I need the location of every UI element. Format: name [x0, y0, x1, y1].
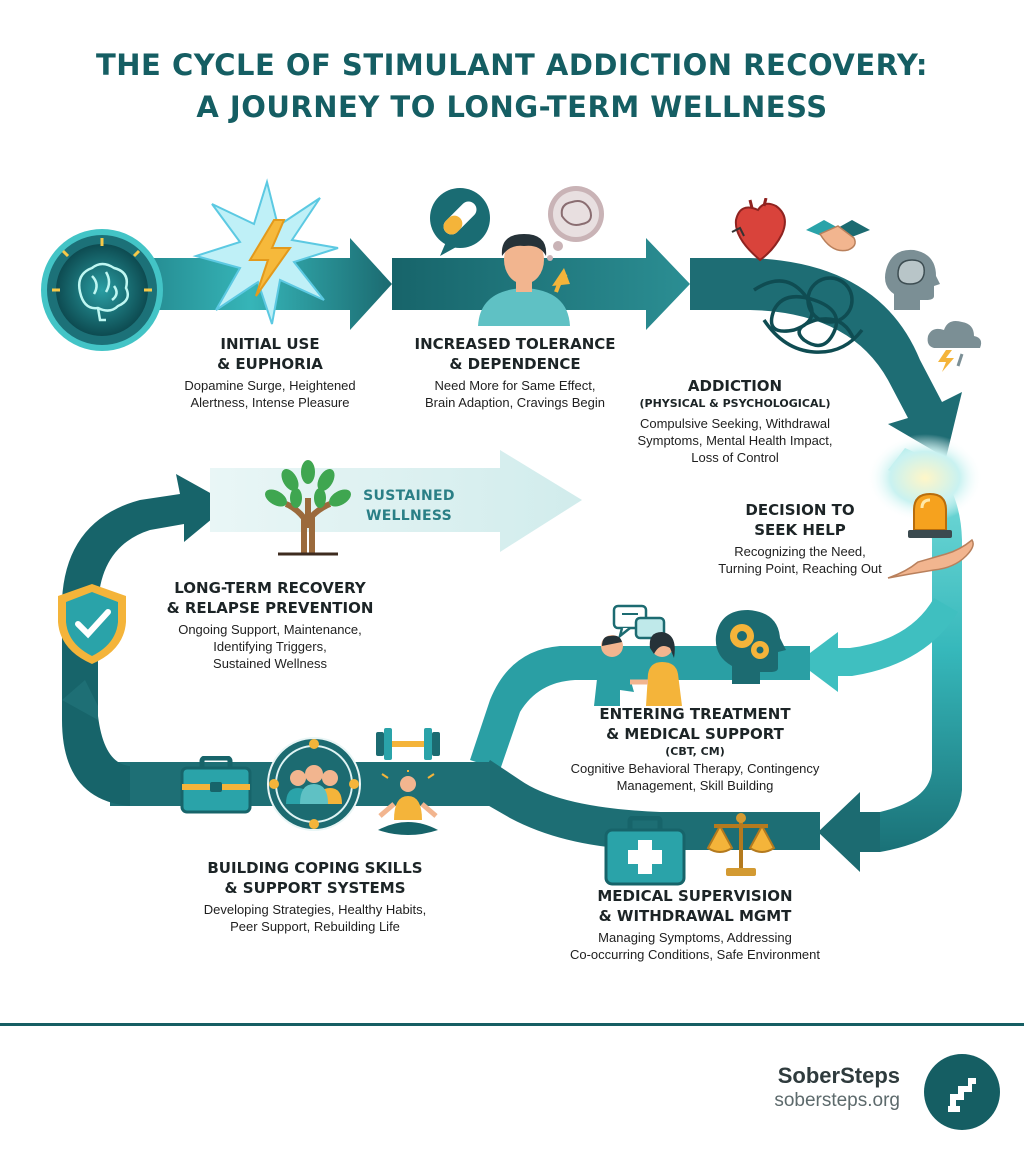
- step-description: Compulsive Seeking, Withdrawal: [639, 416, 831, 431]
- head-gears-icon: [715, 610, 786, 684]
- step-description: Managing Symptoms, Addressing: [598, 930, 792, 945]
- tree-icon: [265, 460, 351, 556]
- step-heading: & MEDICAL SUPPORT: [606, 725, 784, 743]
- open-hand-icon: [887, 538, 974, 579]
- flow-arrow-long-term: [62, 474, 230, 806]
- handshake-icon: [806, 220, 870, 252]
- person-icon: [478, 234, 570, 326]
- sobersteps-logo-icon: [924, 1054, 1000, 1130]
- step-subheading: (CBT, CM): [665, 745, 725, 758]
- counseling-people-icon: [594, 632, 682, 706]
- flow-arrow-addiction: [690, 258, 962, 458]
- lightning-burst-icon: [192, 178, 339, 325]
- step-long-term: LONG-TERM RECOVERY & RELAPSE PREVENTION …: [160, 578, 380, 672]
- step-heading: BUILDING COPING SKILLS: [207, 859, 423, 877]
- step-description: Dopamine Surge, Heightened: [184, 378, 356, 393]
- storm-cloud-icon: [927, 321, 982, 372]
- shield-check-icon: [58, 584, 126, 664]
- step-initial-use: INITIAL USE & EUPHORIA Dopamine Surge, H…: [170, 334, 370, 411]
- brand-name: SoberSteps: [777, 1063, 900, 1088]
- step-description: Alertness, Intense Pleasure: [190, 395, 350, 410]
- step-description: Identifying Triggers,: [213, 639, 327, 654]
- step-description: Loss of Control: [691, 450, 779, 465]
- alarm-light-icon: [908, 492, 952, 538]
- step-description: Peer Support, Rebuilding Life: [230, 919, 400, 934]
- step-heading: INCREASED TOLERANCE: [414, 335, 616, 353]
- dumbbell-icon: [376, 728, 440, 760]
- brain-bubble-icon: [547, 186, 604, 261]
- title-line-1: THE CYCLE OF STIMULANT ADDICTION RECOVER…: [96, 48, 928, 82]
- flow-arrow-into-treatment: [798, 598, 958, 692]
- wellness-line-2: WELLNESS: [365, 508, 453, 524]
- page-title: THE CYCLE OF STIMULANT ADDICTION RECOVER…: [0, 44, 1024, 128]
- footer-divider: [0, 1023, 1024, 1026]
- title-line-2: A JOURNEY TO LONG-TERM WELLNESS: [196, 90, 828, 124]
- step-heading: ADDICTION: [687, 377, 783, 395]
- step-medical: MEDICAL SUPERVISION & WITHDRAWAL MGMT Ma…: [560, 886, 830, 963]
- step-description: Need More for Same Effect,: [434, 378, 596, 393]
- wellness-line-1: SUSTAINED: [363, 488, 455, 504]
- support-group-icon: [267, 737, 361, 831]
- step-description: Management, Skill Building: [616, 778, 774, 793]
- brand-site: sobersteps.org: [774, 1090, 900, 1111]
- step-subheading: (PHYSICAL & PSYCHOLOGICAL): [639, 397, 831, 410]
- step-heading: ENTERING TREATMENT: [599, 705, 791, 723]
- head-brain-icon: [885, 249, 940, 310]
- step-heading: & DEPENDENCE: [449, 355, 581, 373]
- flow-arrow-into-medical: [818, 792, 880, 872]
- step-description: Ongoing Support, Maintenance,: [178, 622, 362, 637]
- step-description: Brain Adaption, Cravings Begin: [425, 395, 605, 410]
- step-heading: SEEK HELP: [754, 521, 846, 539]
- footer-brand: SoberSteps sobersteps.org: [774, 1063, 900, 1113]
- step-heading: LONG-TERM RECOVERY: [174, 579, 366, 597]
- step-heading: MEDICAL SUPERVISION: [597, 887, 793, 905]
- tangle-icon: [753, 276, 864, 354]
- step-description: Developing Strategies, Healthy Habits,: [203, 902, 427, 917]
- step-description: Turning Point, Reaching Out: [718, 561, 882, 576]
- meditation-icon: [378, 770, 438, 835]
- brain-icon: [41, 229, 163, 351]
- toolbox-icon: [180, 756, 252, 814]
- step-description: Co-occurring Conditions, Safe Environmen…: [569, 947, 820, 962]
- flow-arrow-left-inner: [62, 680, 98, 720]
- pill-icon: [430, 188, 490, 256]
- step-description: Recognizing the Need,: [734, 544, 866, 559]
- step-heading: & SUPPORT SYSTEMS: [224, 879, 406, 897]
- heart-icon: [731, 198, 786, 262]
- sustained-wellness-label: SUSTAINED WELLNESS: [362, 486, 456, 526]
- step-decision: DECISION TO SEEK HELP Recognizing the Ne…: [705, 500, 895, 577]
- step-heading: & WITHDRAWAL MGMT: [598, 907, 792, 925]
- flow-arrow-tolerance: [392, 238, 690, 330]
- decision-glow: [867, 434, 983, 522]
- step-heading: INITIAL USE: [220, 335, 320, 353]
- step-description: Symptoms, Mental Health Impact,: [637, 433, 833, 448]
- step-coping: BUILDING COPING SKILLS & SUPPORT SYSTEMS…: [190, 858, 440, 935]
- flow-band-treatment: [470, 646, 810, 770]
- flow-arrow-decision: [880, 448, 962, 852]
- step-treatment: ENTERING TREATMENT & MEDICAL SUPPORT (CB…: [555, 704, 835, 794]
- step-heading: DECISION TO: [745, 501, 855, 519]
- step-description: Cognitive Behavioral Therapy, Contingenc…: [570, 761, 820, 776]
- step-heading: & EUPHORIA: [217, 355, 323, 373]
- medical-kit-icon: [604, 816, 686, 886]
- step-addiction: ADDICTION (PHYSICAL & PSYCHOLOGICAL) Com…: [630, 376, 840, 466]
- scales-icon: [706, 813, 776, 876]
- step-description: Sustained Wellness: [213, 656, 327, 671]
- step-heading: & RELAPSE PREVENTION: [166, 599, 374, 617]
- step-tolerance: INCREASED TOLERANCE & DEPENDENCE Need Mo…: [400, 334, 630, 411]
